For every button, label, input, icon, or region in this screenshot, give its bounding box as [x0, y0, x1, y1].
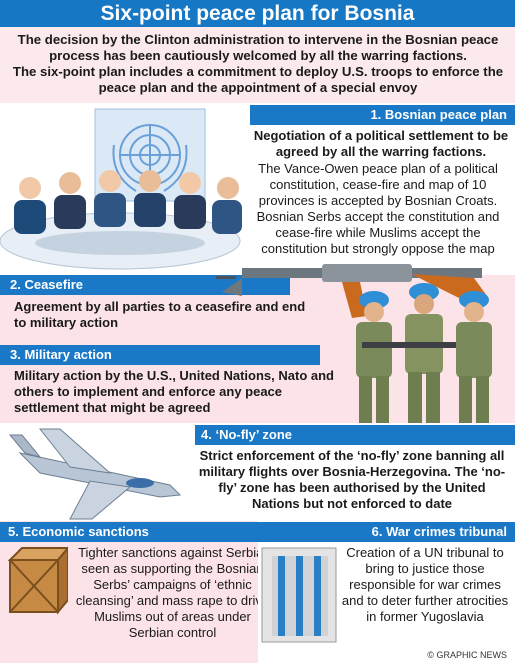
section-5-heading: 5. Economic sanctions [0, 522, 258, 542]
section-2-body: Agreement by all parties to a ceasefire … [14, 299, 306, 330]
page-title: Six-point peace plan for Bosnia [0, 0, 515, 27]
soldiers-illustration [216, 264, 492, 426]
section-3-heading: 3. Military action [0, 345, 320, 365]
section-1-lead: Negotiation of a political settlement to… [253, 128, 509, 159]
soldier-3 [456, 291, 492, 424]
rifle-icon [216, 264, 487, 318]
soldier-2 [362, 283, 482, 426]
section-3-body: Military action by the U.S., United Nati… [14, 368, 334, 415]
section-1-heading: 1. Bosnian peace plan [250, 105, 515, 125]
prison-bars-icon [261, 547, 337, 643]
un-conference-illustration [0, 103, 250, 275]
delegates [14, 170, 242, 234]
section-4-body: Strict enforcement of the ‘no-fly’ zone … [198, 448, 506, 511]
soldier-1 [356, 291, 392, 424]
credit: © GRAPHIC NEWS [427, 650, 507, 660]
crate-icon [7, 546, 68, 615]
section-6-heading: 6. War crimes tribunal [258, 522, 515, 542]
section-6-body: Creation of a UN tribunal to bring to ju… [341, 545, 509, 624]
section-4-heading: 4. ‘No-fly’ zone [195, 425, 515, 445]
intro-paragraph-1: The decision by the Clinton administrati… [17, 32, 499, 63]
intro: The decision by the Clinton administrati… [8, 32, 508, 96]
section-2-heading: 2. Ceasefire [0, 275, 290, 295]
section-5-body: Tighter sanctions against Serbia, seen a… [75, 545, 270, 640]
section-1-body: The Vance-Owen peace plan of a political… [256, 161, 500, 256]
fighter-jet-illustration [8, 428, 182, 520]
intro-paragraph-2: The six-point plan includes a commitment… [12, 64, 504, 95]
